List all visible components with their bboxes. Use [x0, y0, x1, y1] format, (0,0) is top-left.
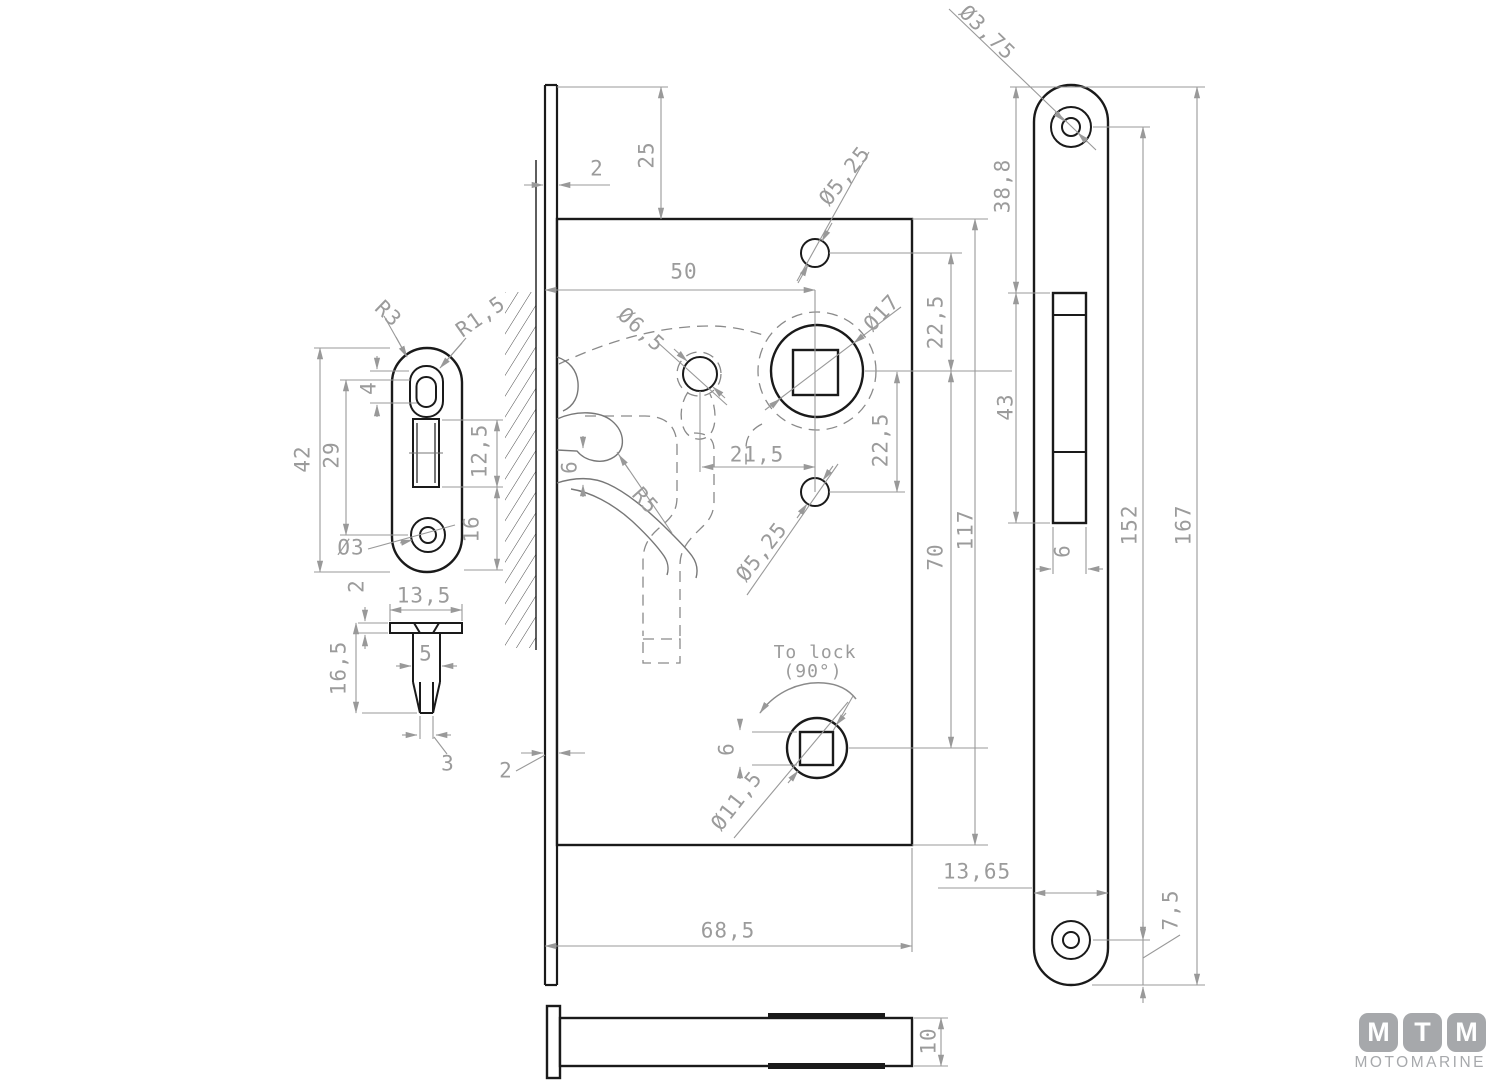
- faceplate-screw-top-outer: [1050, 106, 1092, 148]
- logo-subtitle: MOTOMARINE: [1354, 1054, 1486, 1071]
- dim-pin-length: 16,5: [326, 640, 351, 696]
- center-view-lock-body: [505, 83, 1012, 987]
- dim-faceplate-thickness-top: 2: [590, 156, 604, 181]
- dim-top-offset: 25: [634, 141, 659, 169]
- dim-top-to-slot: 38,8: [990, 158, 1015, 214]
- dim-bottom-offset: 16: [459, 515, 484, 543]
- dim-faceplate-slot-height: 43: [993, 393, 1018, 421]
- hook-retracted: [556, 356, 698, 579]
- door-section-hatch: [505, 292, 536, 648]
- magnet-slot-outer: [409, 365, 444, 418]
- faceplate-latch-slot: [1051, 291, 1088, 525]
- dim-tip-width: 3: [441, 751, 455, 776]
- lower-spindle: [785, 716, 849, 780]
- dim-faceplate-slot-width: 6: [1050, 544, 1075, 558]
- dim-body-height: 117: [953, 509, 978, 551]
- lower-square-hole: [798, 730, 835, 767]
- dim-faceplate-thickness-bottom: 2: [499, 758, 513, 783]
- dim-flange-width: 13,5: [396, 583, 452, 608]
- mtm-logo-tiles: M T M: [1296, 1013, 1486, 1052]
- strike-plate-outline: [390, 346, 464, 574]
- faceplate-view: [938, 8, 1205, 1003]
- strike-plate-view: [314, 315, 503, 755]
- dim-hook-gap: 6: [557, 460, 582, 474]
- rotation-arrow: [759, 682, 857, 714]
- dim-spindle-spacing: 70: [923, 543, 948, 571]
- faceplate-screw-bottom-inner: [1062, 931, 1080, 949]
- dim-faceplate-bottom-offset: 7,5: [1158, 889, 1183, 931]
- logo-tile-m1: M: [1359, 1013, 1398, 1052]
- annotation-to-lock: To lock: [773, 642, 857, 663]
- side-body: [558, 1016, 914, 1068]
- dim-faceplate-width: 13,65: [942, 859, 1012, 884]
- dim-square-size: 6: [714, 742, 739, 756]
- dim-hole-offset: 21,5: [729, 442, 785, 467]
- dim-plate-height: 42: [290, 445, 315, 473]
- dim-slot-offset: 4: [356, 381, 381, 395]
- dim-pin-width: 5: [419, 641, 433, 666]
- dim-spacing-top: 22,5: [923, 294, 948, 350]
- faceplate-screw-top-inner: [1061, 117, 1081, 137]
- dim-spacing-mid: 22,5: [868, 412, 893, 468]
- hook-extended-hidden: [558, 325, 764, 664]
- dim-slot-height: 12,5: [467, 423, 492, 479]
- faceplate-outline: [1032, 83, 1110, 987]
- dim-body-length: 68,5: [700, 918, 756, 943]
- bottom-side-view: [545, 1004, 948, 1080]
- logo-tile-t: T: [1403, 1013, 1442, 1052]
- side-cover-plate-bottom: [768, 1063, 885, 1069]
- faceplate-screw-bottom-outer: [1051, 920, 1091, 960]
- magnet-slot-inner: [415, 376, 437, 408]
- annotation-to-lock-angle: (90°): [783, 661, 843, 682]
- dim-hole-spacing: 29: [319, 441, 344, 469]
- dim-backset: 50: [670, 259, 698, 284]
- dim-flange-thickness: 2: [344, 579, 369, 593]
- mtm-logo: M T M MOTOMARINE: [1296, 1013, 1486, 1072]
- logo-tile-m2: M: [1447, 1013, 1486, 1052]
- dim-screw-spacing: 152: [1117, 504, 1142, 546]
- strike-screw-hole-outer: [410, 517, 446, 553]
- side-faceplate-edge: [545, 1004, 562, 1080]
- dim-body-thickness: 10: [916, 1027, 941, 1055]
- spindle-follower: [769, 323, 865, 419]
- side-cover-plate-top: [768, 1013, 885, 1019]
- pin-detail: [389, 622, 463, 714]
- dim-faceplate-height: 167: [1171, 504, 1196, 546]
- dim-screw-hole-dia: Ø3: [337, 535, 365, 560]
